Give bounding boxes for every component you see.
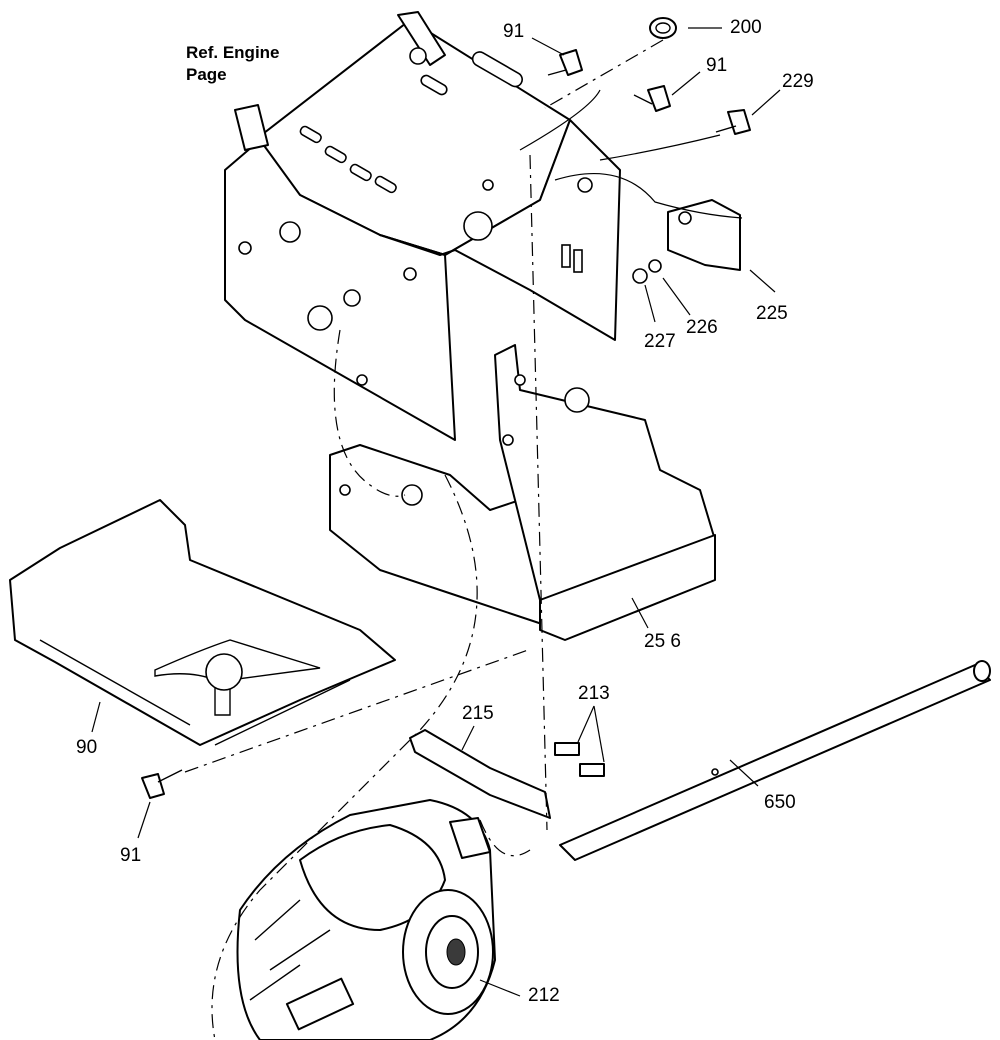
callout-226: 226: [686, 317, 718, 338]
callout-215: 215: [462, 703, 494, 724]
fasteners: [141, 17, 751, 799]
shaft-part-650: [559, 660, 991, 861]
reference-note-line2: Page: [186, 65, 227, 84]
transmission-part-212: [236, 799, 496, 1040]
bolt-91-top: [547, 49, 583, 76]
callout-212: 212: [528, 985, 560, 1006]
bolt-91-mid: [633, 85, 671, 112]
callout-90: 90: [76, 737, 98, 758]
callout-229: 229: [782, 71, 814, 92]
lower-frame-part-256: [329, 344, 716, 641]
reference-note-line1: Ref. Engine: [186, 43, 280, 62]
reference-note: Ref. Engine Page: [186, 42, 280, 86]
assembly-lines: [184, 39, 743, 1040]
bracket-part-225: [632, 199, 741, 284]
nut-227: [632, 268, 648, 284]
callout-227: 227: [644, 331, 676, 352]
callout-91-mid: 91: [706, 55, 728, 76]
bolts-213: [554, 742, 605, 777]
callout-225: 225: [756, 303, 788, 324]
leader-lines: [91, 27, 781, 997]
callout-91-lower: 91: [120, 845, 142, 866]
bolt-91-lower: [141, 769, 183, 799]
engine-frame: [224, 11, 621, 441]
callout-200: 200: [730, 17, 762, 38]
callout-650: 650: [764, 792, 796, 813]
brake-arm-part-215: [409, 729, 551, 819]
bushing-200: [649, 17, 677, 39]
callout-91-top: 91: [503, 21, 525, 42]
washer-226: [648, 259, 662, 273]
bolt-229: [715, 109, 751, 135]
shield-plate-part-90: [9, 499, 396, 746]
callout-256: 25 6: [644, 631, 681, 652]
callout-213: 213: [578, 683, 610, 704]
